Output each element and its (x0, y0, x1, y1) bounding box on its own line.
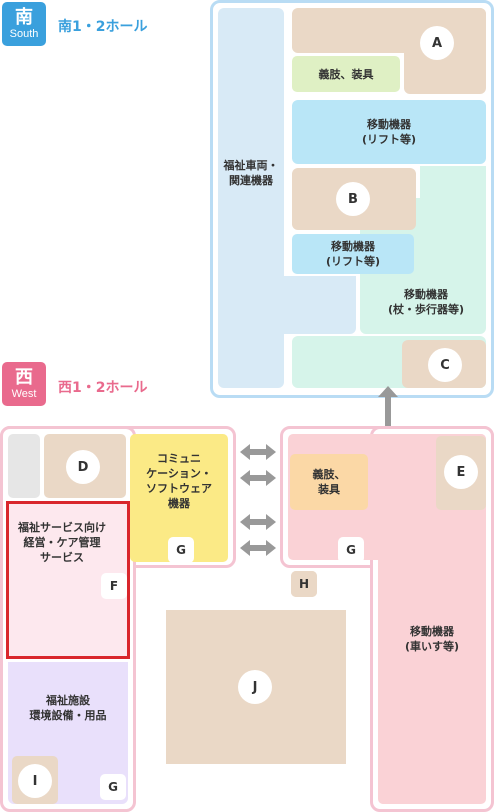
south-badge-kanji: 南 (15, 6, 33, 28)
passage-arrow-vertical (378, 386, 398, 440)
zone-gray-strip (8, 434, 40, 498)
marker-h[interactable]: H (291, 571, 317, 597)
marker-f[interactable]: F (101, 573, 127, 599)
west-badge-en: West (11, 387, 37, 400)
zone-communication-label: コミュニ ケーション・ ソフトウェア 機器 (146, 452, 212, 510)
zone-communication[interactable]: コミュニ ケーション・ ソフトウェア 機器 (130, 434, 228, 562)
zone-facility-label: 福祉施設 環境設備・用品 (29, 694, 107, 722)
zone-welfare-vehicles-label: 福祉車両・ 関連機器 (223, 159, 279, 187)
zone-mobility-cane-upper (420, 166, 486, 206)
marker-h-inner (295, 575, 313, 593)
marker-j[interactable]: J (238, 670, 272, 704)
marker-g-communication[interactable]: G (168, 537, 194, 563)
zone-mobility-cane-label: 移動機器 (杖・歩行器等) (387, 288, 465, 316)
zone-mobility-cane-labelbox: 移動機器 (杖・歩行器等) (370, 280, 482, 324)
marker-d[interactable]: D (66, 450, 100, 484)
marker-g-facility[interactable]: G (100, 774, 126, 800)
zone-mobility-lift-2-label: 移動機器 (リフト等) (325, 240, 381, 268)
marker-g-west-right[interactable]: G (338, 537, 364, 563)
zone-mobility-wheelchair-label: 移動機器 (車いす等) (404, 625, 460, 653)
highlight-selected-zone (6, 501, 130, 659)
zone-prosthetics-south[interactable]: 義肢、装具 (292, 56, 400, 92)
zone-mobility-lift-1[interactable]: 移動機器 (リフト等) (292, 100, 486, 164)
zone-vehicles-extension (218, 276, 356, 334)
zone-prosthetics-west[interactable]: 義肢、 装具 (290, 454, 368, 510)
marker-b[interactable]: B (336, 182, 370, 216)
west-hall-label: 西1・2ホール (58, 380, 148, 396)
zone-welfare-service-label: 福祉サービス向け 経営・ケア管理 サービス (18, 520, 106, 564)
marker-a[interactable]: A (420, 26, 454, 60)
west-badge: 西 West (2, 362, 46, 406)
zone-mobility-lift-2[interactable]: 移動機器 (リフト等) (292, 234, 414, 274)
marker-i[interactable]: I (18, 764, 52, 798)
south-badge: 南 South (2, 2, 46, 46)
south-badge-en: South (9, 27, 39, 40)
zone-mobility-lift-1-label: 移動機器 (リフト等) (361, 118, 417, 146)
marker-e[interactable]: E (444, 455, 478, 489)
zone-prosthetics-west-label: 義肢、 装具 (312, 468, 346, 496)
south-hall-label: 南1・2ホール (58, 19, 148, 35)
zone-prosthetics-south-label: 義肢、装具 (318, 67, 374, 81)
marker-c[interactable]: C (428, 348, 462, 382)
passage-arrows-horizontal (240, 444, 276, 556)
west-badge-kanji: 西 (15, 366, 33, 388)
